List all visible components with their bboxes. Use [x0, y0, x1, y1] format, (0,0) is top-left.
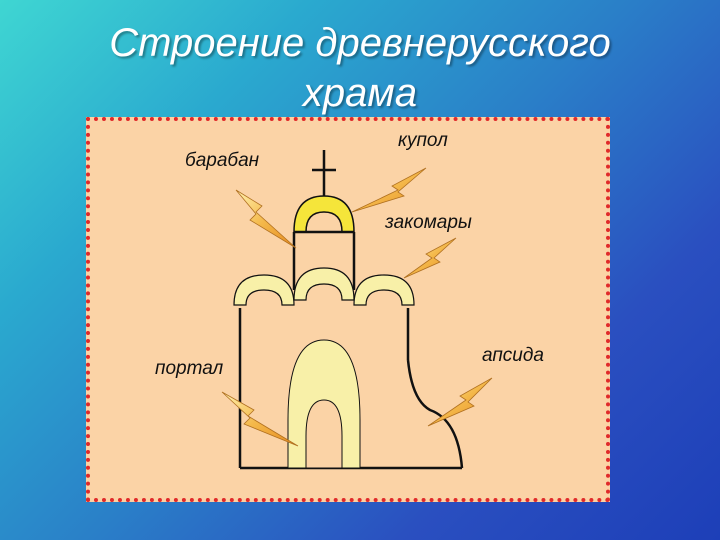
cross-icon	[312, 150, 336, 200]
title-line-2: храма	[302, 71, 418, 115]
arrow-zakomary	[403, 237, 457, 279]
label-portal: портал	[155, 358, 224, 379]
arrow-kupol	[351, 167, 427, 213]
dome-shape	[293, 195, 355, 233]
label-zakomary: закомары	[385, 212, 472, 233]
arrow-apsida	[427, 377, 493, 427]
label-kupol: купол	[398, 130, 448, 151]
apse-shape	[406, 359, 464, 469]
arrow-portal	[221, 391, 299, 447]
zakomary-arches	[233, 267, 415, 306]
slide-title: Строение древнерусского храма	[0, 18, 720, 118]
drum-shape	[292, 230, 356, 290]
label-apsida: апсида	[482, 345, 544, 366]
portal-shape	[287, 339, 361, 469]
arrow-baraban	[235, 189, 297, 249]
title-line-1: Строение древнерусского	[109, 21, 611, 65]
label-baraban: барабан	[185, 150, 260, 171]
